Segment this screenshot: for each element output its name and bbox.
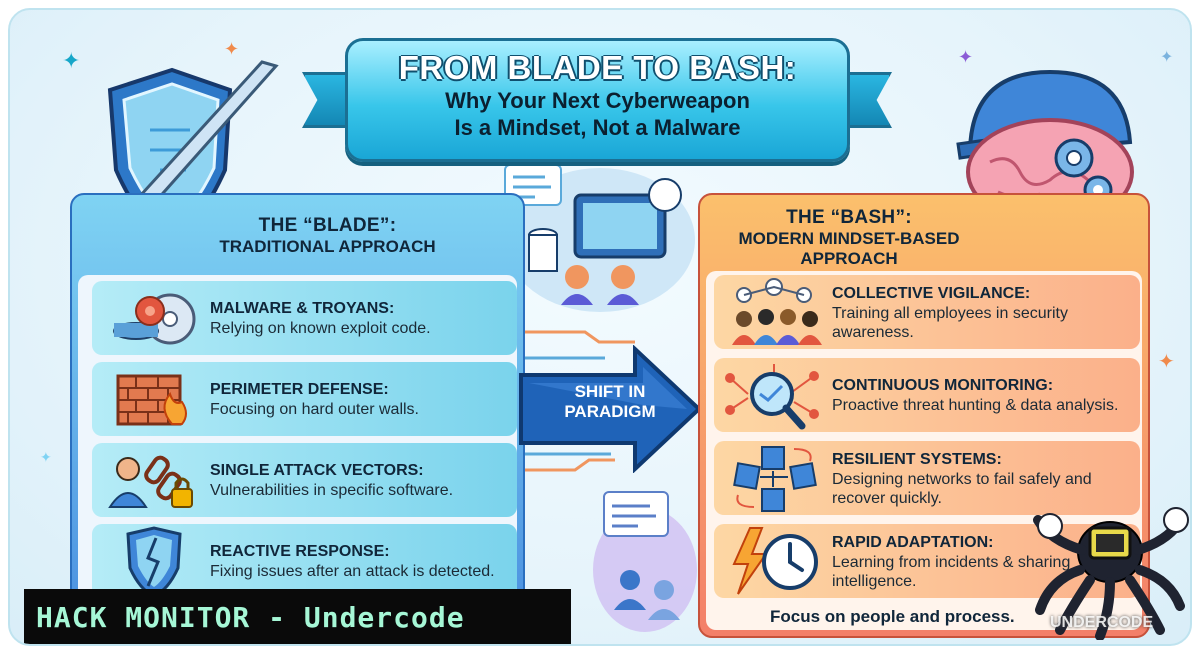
shift-label-line-2: PARADIGM xyxy=(564,402,656,421)
octopus-mascot-icon xyxy=(1033,507,1189,640)
blade-card-malware: MALWARE & TROYANS: Relying on known expl… xyxy=(92,281,517,355)
sparkle-icon: ✦ xyxy=(1158,351,1175,373)
blade-card-attack-vectors: SINGLE ATTACK VECTORS: Vulnerabilities i… xyxy=(92,443,517,517)
sparkle-icon: ✦ xyxy=(62,48,81,73)
bash-item-desc: Proactive threat hunting & data analysis… xyxy=(832,397,1119,414)
team-network-icon xyxy=(714,275,832,349)
bash-panel-heading: THE “BASH”: MODERN MINDSET-BASED APPROAC… xyxy=(700,195,1148,273)
blade-card-reactive: REACTIVE RESPONSE: Fixing issues after a… xyxy=(92,524,517,598)
bash-item-title: RESILIENT SYSTEMS: xyxy=(832,450,1002,468)
broken-chain-lock-icon xyxy=(92,443,210,517)
sparkle-icon: ✦ xyxy=(224,39,240,59)
page-title: FROM BLADE TO BASH: xyxy=(398,49,797,86)
blade-item-desc: Vulnerabilities in specific software. xyxy=(210,482,454,499)
bash-card-resilient: RESILIENT SYSTEMS: Designing networks to… xyxy=(714,441,1140,515)
bash-item-desc: Designing networks to fail safely and re… xyxy=(832,470,1092,507)
hack-monitor-label: HACK MONITOR - Undercode xyxy=(36,601,465,634)
blade-item-desc: Relying on known exploit code. xyxy=(210,320,431,337)
bash-heading-line-3: APPROACH xyxy=(800,249,898,268)
bash-heading-line-1: THE “BASH”: xyxy=(786,207,912,228)
blade-heading-line-2: TRADITIONAL APPROACH xyxy=(219,237,436,256)
infographic-frame: ✦ ✦ ✦ ✦ ✦ ✦ xyxy=(8,8,1192,646)
bash-item-desc: Training all employees in security aware… xyxy=(832,304,1068,341)
shift-label-line-1: SHIFT IN xyxy=(574,382,646,401)
bash-item-desc: Learning from incidents & sharing intell… xyxy=(832,553,1071,590)
title-banner: FROM BLADE TO BASH: Why Your Next Cyberw… xyxy=(345,38,850,162)
blade-item-title: SINGLE ATTACK VECTORS: xyxy=(210,462,424,479)
firewall-icon xyxy=(92,362,210,436)
bash-card-monitoring: CONTINUOUS MONITORING: Proactive threat … xyxy=(714,358,1140,432)
sparkle-icon: ✦ xyxy=(958,47,974,67)
sparkle-icon: ✦ xyxy=(1160,49,1174,66)
clock-lightning-icon xyxy=(714,524,832,598)
blade-card-perimeter: PERIMETER DEFENSE: Focusing on hard oute… xyxy=(92,362,517,436)
bash-card-vigilance: COLLECTIVE VIGILANCE: Training all emplo… xyxy=(714,275,1140,349)
cracked-shield-icon xyxy=(92,524,210,598)
hack-monitor-bar: HACK MONITOR - Undercode xyxy=(24,589,571,644)
bash-item-title: RAPID ADAPTATION: xyxy=(832,533,994,551)
bash-card-adaptation: RAPID ADAPTATION: Learning from incident… xyxy=(714,524,1140,598)
subtitle-line-2: Is a Mindset, Not a Malware xyxy=(454,115,741,140)
shift-arrow-icon xyxy=(519,345,702,473)
blade-item-title: PERIMETER DEFENSE: xyxy=(210,381,389,398)
blade-panel-heading: THE “BLADE”: TRADITIONAL APPROACH xyxy=(72,195,523,273)
blade-item-desc: Fixing issues after an attack is detecte… xyxy=(210,563,495,580)
bash-footer-text: Focus on people and process. xyxy=(770,607,1015,626)
blade-item-desc: Focusing on hard outer walls. xyxy=(210,401,419,418)
bash-heading-line-2: MODERN MINDSET-BASED xyxy=(738,229,960,248)
bash-item-title: CONTINUOUS MONITORING: xyxy=(832,377,1054,394)
virus-disc-icon xyxy=(92,281,210,355)
blade-panel-body: MALWARE & TROYANS: Relying on known expl… xyxy=(78,275,517,625)
code-window-icon xyxy=(593,491,697,632)
cubes-cycle-icon xyxy=(714,441,832,515)
shift-in-paradigm-label: SHIFT IN PARADIGM xyxy=(550,382,670,422)
blade-panel: THE “BLADE”: TRADITIONAL APPROACH MALWA xyxy=(70,193,525,633)
flow-lines xyxy=(525,330,635,472)
blade-item-title: MALWARE & TROYANS: xyxy=(210,300,395,317)
blade-heading-line-1: THE “BLADE”: xyxy=(258,215,397,236)
sparkle-icon: ✦ xyxy=(40,449,52,465)
subtitle-line-1: Why Your Next Cyberweapon xyxy=(445,88,750,113)
bash-item-title: COLLECTIVE VIGILANCE: xyxy=(832,284,1031,302)
watermark-logo: UNDERCODE xyxy=(1050,614,1154,631)
magnifier-network-icon xyxy=(714,358,832,432)
blade-item-title: REACTIVE RESPONSE: xyxy=(210,543,390,560)
